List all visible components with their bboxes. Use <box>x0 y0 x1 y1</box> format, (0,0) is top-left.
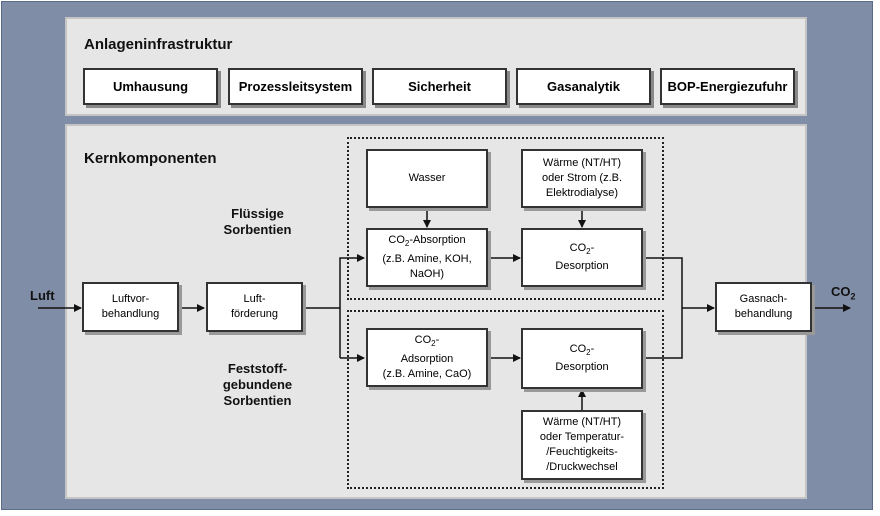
desorption-liquid-text: - Desorption <box>555 241 609 273</box>
absorption-text: -Absorption (z.B. Amine, KOH, NaOH) <box>382 234 472 280</box>
adsorption-label: CO2- Adsorption (z.B. Amine, CaO) <box>383 333 472 381</box>
absorption-prefix: CO <box>388 234 405 247</box>
desorption-solid-box: CO2- Desorption <box>521 328 643 389</box>
adsorption-subscript: 2 <box>431 339 436 349</box>
waerme-strom-box: Wärme (NT/HT) oder Strom (z.B. Elektrodi… <box>521 149 643 208</box>
absorption-box: CO2-Absorption (z.B. Amine, KOH, NaOH) <box>366 228 488 287</box>
gasanalytik-box: Gasanalytik <box>516 68 651 105</box>
luftvorbehandlung-box: Luftvor- behandlung <box>82 282 179 332</box>
bop-energiezufuhr-box: BOP-Energiezufuhr <box>660 68 795 105</box>
adsorption-box: CO2- Adsorption (z.B. Amine, CaO) <box>366 328 488 387</box>
luftvorbehandlung-label: Luftvor- behandlung <box>101 293 160 320</box>
air-input-label: Luft <box>30 288 55 303</box>
desorption-liquid-subscript: 2 <box>586 247 591 257</box>
solid-sorbent-group <box>347 310 664 489</box>
desorption-liquid-prefix: CO <box>569 241 587 254</box>
prozessleitsystem-box: Prozessleitsystem <box>228 68 363 105</box>
liquid-sorbent-group <box>347 137 664 300</box>
desorption-liquid-label: CO2- Desorption <box>555 241 608 274</box>
gasnachbehandlung-label: Gasnach- behandlung <box>734 293 793 320</box>
luftfoerderung-box: Luft- förderung <box>206 282 303 332</box>
wasser-box: Wasser <box>366 149 488 208</box>
wasser-label: Wasser <box>408 172 446 184</box>
umhausung-box: Umhausung <box>83 68 218 105</box>
desorption-solid-text: - Desorption <box>555 342 609 374</box>
desorption-solid-prefix: CO <box>569 342 587 355</box>
waerme-strom-label: Wärme (NT/HT) oder Strom (z.B. Elektrodi… <box>541 157 623 199</box>
absorption-subscript: 2 <box>404 239 410 249</box>
co2-output-text: CO <box>831 284 851 299</box>
liquid-sorbent-label: Flüssige Sorbentien <box>223 206 292 237</box>
gasnachbehandlung-box: Gasnach- behandlung <box>715 282 812 332</box>
core-title: Kernkomponenten <box>84 150 217 167</box>
desorption-solid-label: CO2- Desorption <box>555 342 608 375</box>
waerme-wechsel-label: Wärme (NT/HT) oder Temperatur- /Feuchtig… <box>539 416 625 473</box>
co2-output-label: CO2 <box>831 284 856 302</box>
sicherheit-box: Sicherheit <box>372 68 507 105</box>
solid-sorbent-label: Feststoff- gebundene Sorbentien <box>222 361 293 408</box>
adsorption-text: - Adsorption (z.B. Amine, CaO) <box>382 334 472 380</box>
adsorption-prefix: CO <box>414 334 432 347</box>
absorption-label: CO2-Absorption (z.B. Amine, KOH, NaOH) <box>382 233 471 281</box>
luftfoerderung-label: Luft- förderung <box>230 293 279 320</box>
desorption-liquid-box: CO2- Desorption <box>521 228 643 287</box>
waerme-wechsel-box: Wärme (NT/HT) oder Temperatur- /Feuchtig… <box>521 410 643 480</box>
infrastructure-title: Anlageninfrastruktur <box>84 36 233 53</box>
desorption-solid-subscript: 2 <box>586 348 591 358</box>
co2-output-subscript: 2 <box>850 291 856 302</box>
